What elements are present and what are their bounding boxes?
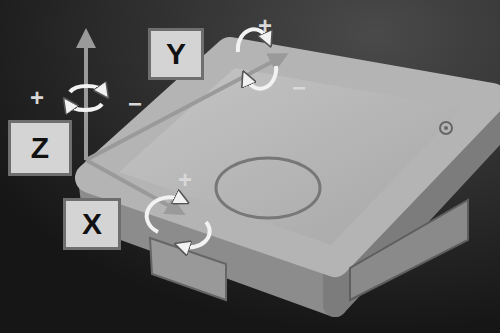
indicator-light [440,122,452,134]
rotation-sign: + [30,86,44,110]
axis-box: Z [8,120,72,176]
rotation-sign: + [178,168,192,192]
axis-name: X [82,209,102,239]
button-ring [216,158,320,218]
rotation-arrow [182,222,210,247]
axis-name: Z [31,133,49,163]
rotation-arrow [147,197,182,232]
axis-box: X [63,198,121,250]
axis-name: Y [166,39,186,69]
rotation-arrow [246,66,276,89]
rotation-sign: − [128,92,142,116]
side-slot [350,200,468,300]
z-axis [84,32,88,160]
indicator-light [444,126,448,130]
axis-box: Y [148,28,204,80]
rotation-sign: + [258,14,272,38]
rotation-sign: − [292,76,306,100]
rotation-arrow [68,104,102,110]
rotation-arrow [70,86,104,92]
